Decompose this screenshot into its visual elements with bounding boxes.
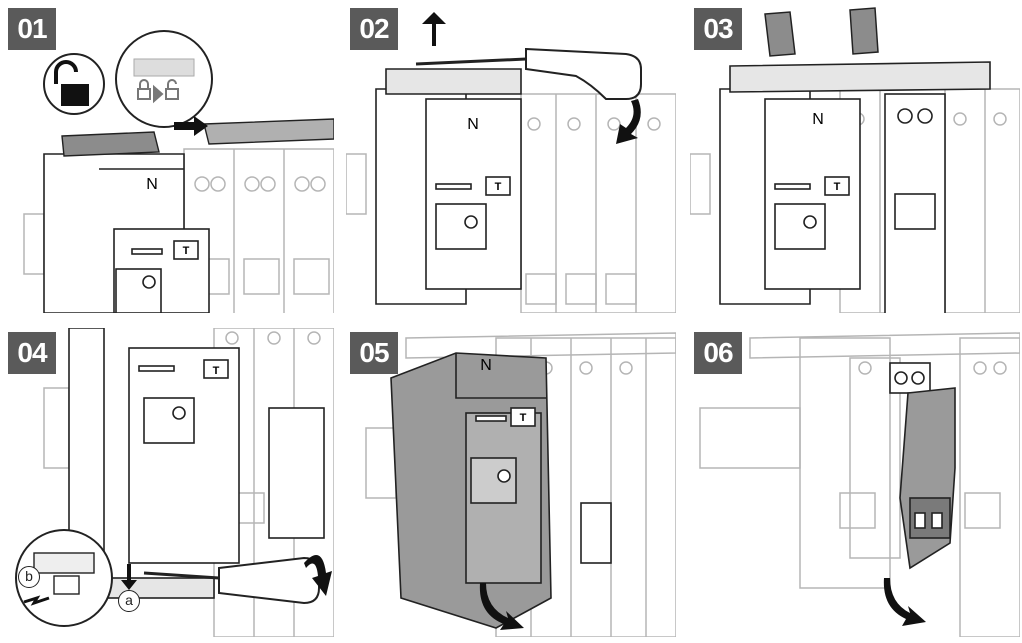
- test-button-label: T: [520, 412, 527, 424]
- step-panel-02: N T 02: [346, 4, 676, 313]
- curved-arrow-icon: [616, 99, 641, 144]
- test-button-label: T: [495, 181, 502, 193]
- marking-n: N: [146, 176, 158, 193]
- curved-arrow-icon: [479, 583, 524, 630]
- main-device: [43, 153, 210, 313]
- curved-arrow-icon: [883, 578, 926, 626]
- step-06-illustration: [699, 332, 1020, 637]
- detail-callout: [15, 529, 113, 627]
- step-03-illustration: N T: [690, 7, 1020, 313]
- step-panel-04: T 04 a b: [4, 328, 334, 637]
- step-panel-03: N T 03: [690, 4, 1020, 313]
- step-panel-05: N T 05: [346, 328, 676, 637]
- step-01-illustration: N T: [23, 30, 334, 313]
- step-number-02: 02: [350, 8, 398, 50]
- marking-n: N: [812, 111, 824, 128]
- main-device: [719, 61, 991, 313]
- step-number-04: 04: [8, 332, 56, 374]
- step-number-06: 06: [694, 332, 742, 374]
- step-04-illustration: T: [15, 328, 334, 637]
- raised-clips: [764, 7, 879, 57]
- step-panel-06: 06: [690, 328, 1020, 637]
- lock-symbol-callout: [115, 30, 213, 128]
- test-button-label: T: [213, 365, 220, 377]
- sublabel-b: b: [18, 566, 40, 588]
- unlock-icon: [43, 53, 105, 115]
- test-button-label: T: [834, 181, 841, 193]
- marking-n: N: [480, 357, 492, 374]
- faded-breakers: [699, 332, 1020, 637]
- sublabel-a: a: [118, 590, 140, 612]
- main-device: [375, 68, 522, 305]
- step-number-05: 05: [350, 332, 398, 374]
- highlighted-device: [390, 352, 612, 629]
- test-button-label: T: [183, 245, 190, 257]
- arrow-right-icon: [174, 116, 208, 136]
- lock-symbol-icon: [137, 79, 179, 104]
- faded-breakers: [23, 148, 334, 313]
- step-number-01: 01: [8, 8, 56, 50]
- step-02-illustration: N T: [346, 12, 676, 313]
- step-number-03: 03: [694, 8, 742, 50]
- marking-n: N: [467, 116, 479, 133]
- locking-bar: [61, 118, 334, 157]
- step-panel-01: N T 01: [4, 4, 334, 313]
- curved-arrow-icon: [304, 555, 332, 596]
- arrow-down-icon: [121, 564, 137, 590]
- highlighted-module: [889, 362, 956, 570]
- screwdriver-icon: [415, 47, 642, 100]
- arrow-up-icon: [422, 12, 446, 46]
- step-05-illustration: N T: [365, 332, 676, 637]
